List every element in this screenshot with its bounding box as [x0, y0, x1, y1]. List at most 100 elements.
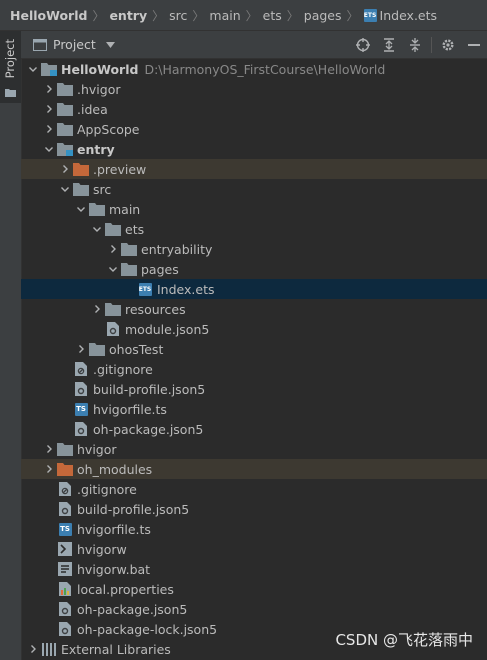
breadcrumb-separator: 〉: [245, 8, 258, 23]
tree-item-hvigor[interactable]: hvigor: [21, 439, 487, 459]
folder-icon: [89, 341, 105, 357]
folder-icon: [121, 261, 137, 277]
tree-item-root-hvigorfile-ts[interactable]: TS hvigorfile.ts: [21, 519, 487, 539]
config-file-icon: [73, 421, 89, 437]
project-tool-window-tab[interactable]: Project: [0, 31, 21, 103]
tree-item-oh-package-lock[interactable]: oh-package-lock.json5: [21, 619, 487, 639]
tree-item-label: HelloWorld: [61, 61, 139, 77]
tree-item-build-profile[interactable]: build-profile.json5: [21, 379, 487, 399]
tree-item-label: hvigorw.bat: [77, 561, 151, 577]
breadcrumb-item-src[interactable]: src: [169, 7, 188, 23]
tree-item-label: oh-package-lock.json5: [77, 621, 218, 637]
tree-item-gitignore[interactable]: .gitignore: [21, 359, 487, 379]
breadcrumb-item-pages[interactable]: pages: [303, 7, 342, 23]
locate-file-icon[interactable]: [350, 31, 376, 59]
tree-item-resources[interactable]: resources: [21, 299, 487, 319]
batch-file-icon: [57, 561, 73, 577]
tree-item-label: oh_modules: [77, 461, 153, 477]
excluded-folder-icon: [73, 161, 89, 177]
breadcrumb-separator: 〉: [286, 8, 299, 23]
chevron-right-icon[interactable]: [25, 639, 41, 659]
breadcrumb-separator: 〉: [92, 8, 105, 23]
chevron-down-icon[interactable]: [73, 199, 89, 219]
tree-item-ets[interactable]: ets: [21, 219, 487, 239]
breadcrumb-item-main[interactable]: main: [209, 7, 241, 23]
tree-item-entry[interactable]: entry: [21, 139, 487, 159]
chevron-right-icon[interactable]: [57, 159, 73, 179]
config-file-icon: [105, 321, 121, 337]
ets-file-icon: ETS: [363, 8, 377, 22]
ts-badge: TS: [74, 402, 88, 416]
breadcrumb-separator: 〉: [192, 8, 205, 23]
shell-script-icon: [57, 541, 73, 557]
tree-item-local-properties[interactable]: local.properties: [21, 579, 487, 599]
chevron-down-icon[interactable]: [57, 179, 73, 199]
breadcrumb-item-label: Index.ets: [379, 7, 438, 23]
collapse-all-icon[interactable]: [402, 31, 428, 59]
project-view-title[interactable]: Project: [53, 37, 96, 52]
tree-item-external-libraries[interactable]: External Libraries: [21, 639, 487, 659]
chevron-right-icon[interactable]: [89, 299, 105, 319]
tree-item-main[interactable]: main: [21, 199, 487, 219]
gitignore-file-icon: [57, 481, 73, 497]
tree-item-hvigorfile-ts[interactable]: TS hvigorfile.ts: [21, 399, 487, 419]
chevron-right-icon[interactable]: [41, 99, 57, 119]
gitignore-file-icon: [73, 361, 89, 377]
expand-all-icon[interactable]: [376, 31, 402, 59]
tree-item-oh-package[interactable]: oh-package.json5: [21, 419, 487, 439]
tree-item-label: entry: [77, 141, 115, 157]
config-file-icon: [57, 501, 73, 517]
chevron-right-icon[interactable]: [73, 339, 89, 359]
config-file-icon: [57, 621, 73, 637]
tree-item-ohostest[interactable]: ohosTest: [21, 339, 487, 359]
chevron-right-icon[interactable]: [105, 239, 121, 259]
folder-icon: [57, 121, 73, 137]
breadcrumb-item-entry[interactable]: entry: [109, 7, 148, 23]
tree-item-label: AppScope: [77, 121, 140, 137]
chevron-right-icon[interactable]: [41, 79, 57, 99]
breadcrumb-item-helloworld[interactable]: HelloWorld: [10, 7, 88, 23]
tree-item-src[interactable]: src: [21, 179, 487, 199]
tree-item-root[interactable]: HelloWorld D:\HarmonyOS_FirstCourse\Hell…: [21, 59, 487, 79]
typescript-file-icon: TS: [57, 521, 73, 537]
folder-icon: [5, 85, 16, 100]
chevron-down-icon[interactable]: [105, 41, 115, 48]
tree-item-root-oh-package[interactable]: oh-package.json5: [21, 599, 487, 619]
chevron-right-icon[interactable]: [41, 119, 57, 139]
breadcrumb-item-index-ets[interactable]: ETS Index.ets: [363, 7, 438, 23]
tree-item-label: oh-package.json5: [93, 421, 204, 437]
tree-item-idea[interactable]: .idea: [21, 99, 487, 119]
chevron-down-icon[interactable]: [89, 219, 105, 239]
chevron-right-icon[interactable]: [41, 439, 57, 459]
tree-item-oh-modules[interactable]: oh_modules: [21, 459, 487, 479]
project-tree: HelloWorld D:\HarmonyOS_FirstCourse\Hell…: [21, 59, 487, 659]
tree-item-label: .gitignore: [93, 361, 153, 377]
tree-item-label: .preview: [93, 161, 147, 177]
tree-item-label: hvigorfile.ts: [93, 401, 167, 417]
gear-icon[interactable]: [435, 31, 461, 59]
tree-item-pages[interactable]: pages: [21, 259, 487, 279]
config-file-icon: [57, 601, 73, 617]
folder-icon: [57, 441, 73, 457]
tree-item-entryability[interactable]: entryability: [21, 239, 487, 259]
tree-item-hvigor-dir[interactable]: .hvigor: [21, 79, 487, 99]
tree-item-hvigorw[interactable]: hvigorw: [21, 539, 487, 559]
breadcrumb-item-ets[interactable]: ets: [262, 7, 282, 23]
tree-item-appscope[interactable]: AppScope: [21, 119, 487, 139]
tree-item-label: oh-package.json5: [77, 601, 188, 617]
tree-item-hvigorw-bat[interactable]: hvigorw.bat: [21, 559, 487, 579]
hide-icon[interactable]: [461, 31, 487, 59]
tree-item-label: build-profile.json5: [77, 501, 190, 517]
tree-item-root-gitignore[interactable]: .gitignore: [21, 479, 487, 499]
tree-item-label: main: [109, 201, 141, 217]
tree-item-label: src: [93, 181, 112, 197]
tree-item-index-ets[interactable]: ETS Index.ets: [21, 279, 487, 299]
chevron-down-icon[interactable]: [41, 139, 57, 159]
tree-item-preview[interactable]: .preview: [21, 159, 487, 179]
chevron-right-icon[interactable]: [41, 459, 57, 479]
chevron-down-icon[interactable]: [25, 59, 41, 79]
chevron-down-icon[interactable]: [105, 259, 121, 279]
tree-item-root-build-profile[interactable]: build-profile.json5: [21, 499, 487, 519]
tree-item-module-json5[interactable]: module.json5: [21, 319, 487, 339]
properties-file-icon: [57, 581, 73, 597]
